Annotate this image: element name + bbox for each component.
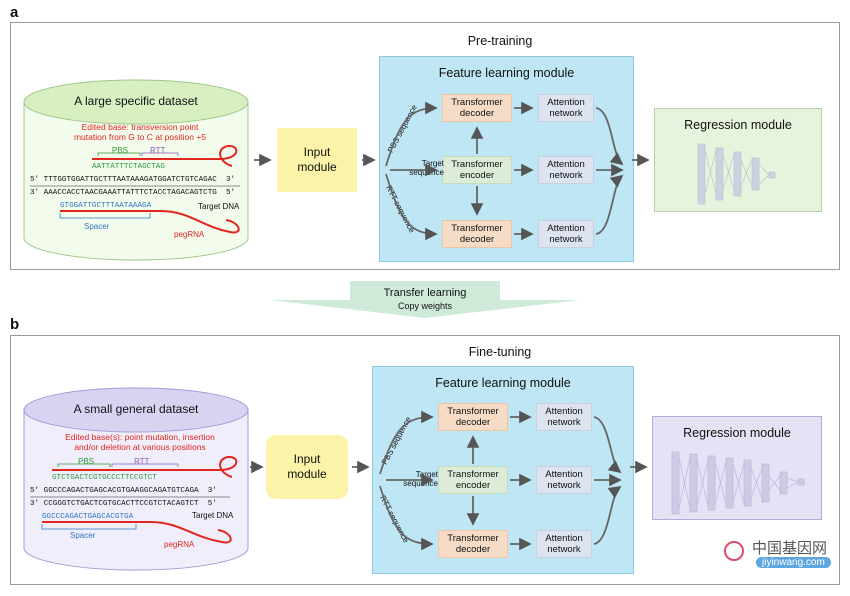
attention-network-b-mid: Attention network [536, 466, 592, 494]
input-module-a-label: Input module [297, 145, 337, 174]
rtt-label-a: RTT [150, 146, 166, 155]
spacer-label-a: Spacer [84, 222, 110, 231]
dataset-title-b: A small general dataset [73, 402, 199, 416]
attention-network-a-bottom: Attention network [538, 220, 594, 248]
rtt-label-b: RTT [134, 457, 150, 466]
watermark-url: jiyinwang.com [756, 557, 831, 568]
neural-net-icon-b [671, 451, 805, 515]
regression-title-b: Regression module [683, 426, 791, 440]
bottom-strand-b: 3' CCGGGTCTGACTCGTGCACTTCCGTCTACAGTCT 5' [30, 500, 217, 508]
pegrna-label-b: pegRNA [164, 540, 195, 549]
finetuning-title: Fine-tuning [468, 345, 532, 359]
spacer-label-b: Spacer [70, 531, 96, 540]
edit-note-a-2: mutation from G to C at position +5 [73, 132, 207, 142]
watermark-cn: 中国基因网 [752, 540, 828, 557]
target-dna-a: Target DNA [198, 202, 240, 211]
dataset-title-a: A large specific dataset [74, 94, 198, 108]
pegrna-seq-a: AATTATTTCTAGCTAG [92, 163, 165, 171]
transformer-decoder-b-bottom: Transformer decoder [438, 530, 508, 558]
edit-note-b-2: and/or deletion at various positions [74, 442, 206, 452]
attention-network-b-top: Attention network [536, 403, 592, 431]
pegrna-seq-b: GTCTGACTCGTGCCCTTCCGTCT [52, 474, 157, 482]
transfer-subtitle: Copy weights [397, 301, 453, 311]
attention-network-b-bottom: Attention network [536, 530, 592, 558]
watermark-logo-icon [724, 541, 744, 561]
attention-network-a-mid: Attention network [538, 156, 594, 184]
transformer-encoder-a: Transformer encoder [442, 156, 512, 184]
input-module-b-label: Input module [287, 452, 327, 481]
neural-net-icon-a [697, 143, 776, 205]
spacer-seq-a: GTGGATTGCTTTAATAAAGA [60, 202, 152, 210]
transformer-decoder-a-bottom: Transformer decoder [442, 220, 512, 248]
transformer-decoder-a-top: Transformer decoder [442, 94, 512, 122]
pbs-label-a: PBS [112, 146, 129, 155]
pegrna-label-a: pegRNA [174, 230, 205, 239]
pretraining-title: Pre-training [467, 34, 533, 48]
top-strand-a: 5' TTTGGTGGATTGCTTTAATAAAGATGGATCTGTCAGA… [30, 176, 236, 184]
input-module-b: Input module [266, 435, 348, 499]
target-dna-b: Target DNA [192, 511, 234, 520]
edit-note-a-1: Edited base: transversion point [81, 122, 199, 132]
transformer-decoder-b-top: Transformer decoder [438, 403, 508, 431]
pbs-label-b: PBS [78, 457, 95, 466]
bottom-strand-a: 3' AAACCACCTAACGAAATTATTTCTACCTAGACAGTCT… [30, 189, 236, 197]
transformer-encoder-b: Transformer encoder [438, 466, 508, 494]
panel-letter-b: b [10, 316, 20, 333]
attention-network-a-top: Attention network [538, 94, 594, 122]
feature-title-a: Feature learning module [438, 66, 575, 80]
input-module-a: Input module [277, 128, 357, 192]
feature-title-b: Feature learning module [435, 376, 571, 390]
transfer-title: Transfer learning [383, 287, 467, 299]
edit-note-b-1: Edited base(s): point mutation, insertio… [65, 432, 215, 442]
spacer-seq-b: GGCCCAGACTGAGCACGTGA [42, 513, 134, 521]
panel-letter-a: a [10, 4, 19, 21]
top-strand-b: 5' GGCCCAGACTGAGCACGTGAAGGCAGATGTCAGA 3' [30, 487, 217, 495]
regression-title-a: Regression module [684, 118, 792, 132]
